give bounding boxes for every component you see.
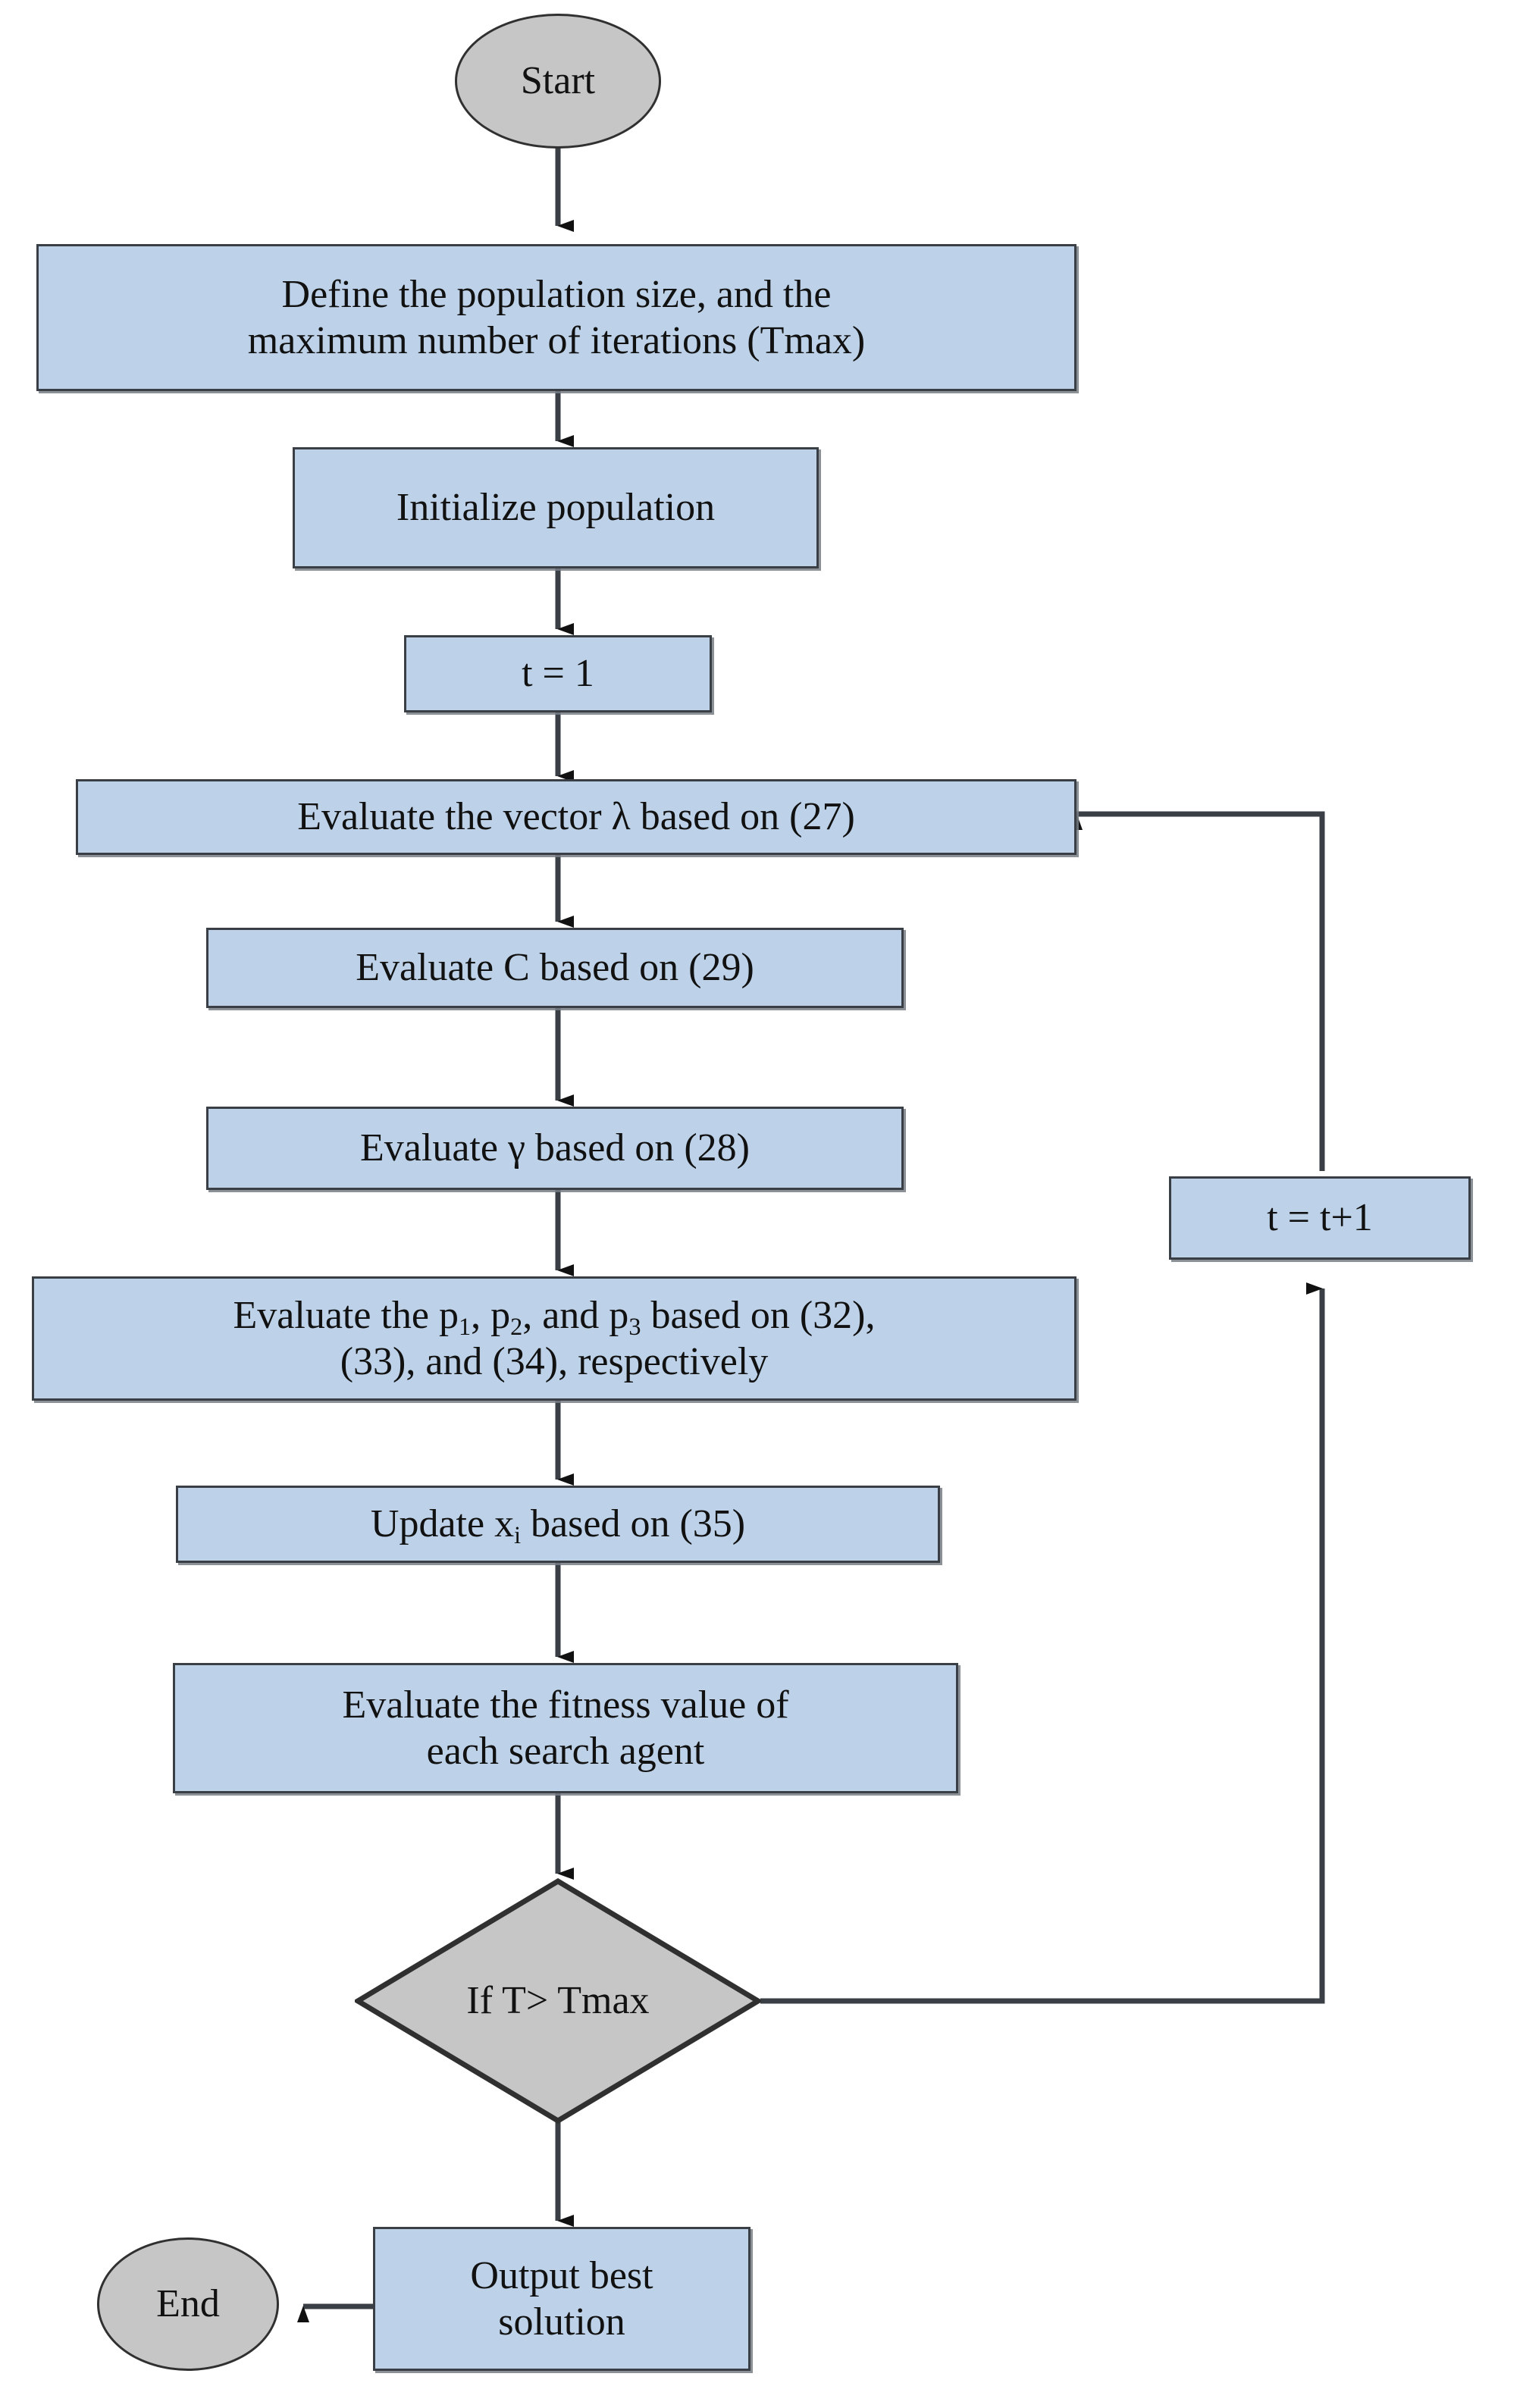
node-t-init[interactable]: t = 1 xyxy=(404,635,712,712)
node-evaluate-gamma[interactable]: Evaluate γ based on (28) xyxy=(206,1107,904,1190)
edge-increment-to-lambda xyxy=(1070,811,1325,1171)
node-define-text: Define the population size, and the maxi… xyxy=(240,271,873,365)
node-eval-p-mid1: , p xyxy=(471,1293,511,1337)
node-initialize-population[interactable]: Initialize population xyxy=(293,447,819,568)
node-increment-t-label: t = t+1 xyxy=(1267,1196,1373,1240)
node-define-line1: Define the population size, and the xyxy=(281,272,832,316)
node-evaluate-lambda[interactable]: Evaluate the vector λ based on (27) xyxy=(76,779,1076,855)
node-update-x[interactable]: Update xi based on (35) xyxy=(176,1486,940,1563)
node-update-x-post: based on (35) xyxy=(521,1502,746,1546)
node-evaluate-c[interactable]: Evaluate C based on (29) xyxy=(206,928,904,1008)
node-update-x-text: Update xi based on (35) xyxy=(363,1501,753,1547)
node-start[interactable]: Start xyxy=(455,14,661,149)
node-output-line1: Output best xyxy=(470,2253,653,2297)
node-evaluate-c-label: Evaluate C based on (29) xyxy=(356,946,754,990)
node-eval-p-sub3: 3 xyxy=(628,1312,641,1340)
node-evaluate-lambda-label: Evaluate the vector λ based on (27) xyxy=(297,795,855,839)
node-eval-p-sub1: 1 xyxy=(458,1312,472,1340)
node-define-line2: maximum number of iterations (Tmax) xyxy=(247,319,866,362)
node-start-label: Start xyxy=(520,59,596,103)
node-update-x-pre: Update x xyxy=(370,1502,515,1546)
node-end[interactable]: End xyxy=(97,2237,279,2371)
node-eval-p-mid2: , and p xyxy=(522,1293,629,1337)
node-increment-t[interactable]: t = t+1 xyxy=(1169,1176,1471,1260)
node-t-init-label: t = 1 xyxy=(522,652,594,696)
node-evaluate-gamma-label: Evaluate γ based on (28) xyxy=(360,1126,750,1170)
node-define-population[interactable]: Define the population size, and the maxi… xyxy=(36,244,1076,391)
node-decision-label: If T> Tmax xyxy=(466,1979,650,2023)
node-output-text: Output best solution xyxy=(462,2253,660,2346)
node-evaluate-fitness-text: Evaluate the fitness value of each searc… xyxy=(334,1682,796,1775)
node-eval-p-post: based on (32), xyxy=(641,1293,876,1337)
node-output-line2: solution xyxy=(498,2300,625,2344)
node-initialize-label: Initialize population xyxy=(396,486,716,530)
node-eval-p-line2: (33), and (34), respectively xyxy=(340,1340,769,1383)
node-evaluate-fitness-line2: each search agent xyxy=(426,1730,705,1773)
node-evaluate-fitness-line1: Evaluate the fitness value of xyxy=(342,1683,789,1727)
node-evaluate-probabilities[interactable]: Evaluate the p1, p2, and p3 based on (32… xyxy=(32,1276,1076,1401)
node-eval-p-sub2: 2 xyxy=(510,1312,523,1340)
node-evaluate-fitness[interactable]: Evaluate the fitness value of each searc… xyxy=(173,1663,958,1793)
node-evaluate-probabilities-text: Evaluate the p1, p2, and p3 based on (32… xyxy=(226,1292,883,1386)
node-output-best-solution[interactable]: Output best solution xyxy=(373,2227,751,2371)
node-end-label: End xyxy=(156,2282,220,2326)
diamond-shape xyxy=(355,1878,761,2124)
edge-decision-to-increment xyxy=(760,1282,1325,2004)
node-update-x-sub: i xyxy=(514,1521,522,1549)
node-decision-if-t-gt-tmax[interactable]: If T> Tmax xyxy=(355,1878,761,2124)
node-eval-p-pre: Evaluate the p xyxy=(233,1293,459,1337)
